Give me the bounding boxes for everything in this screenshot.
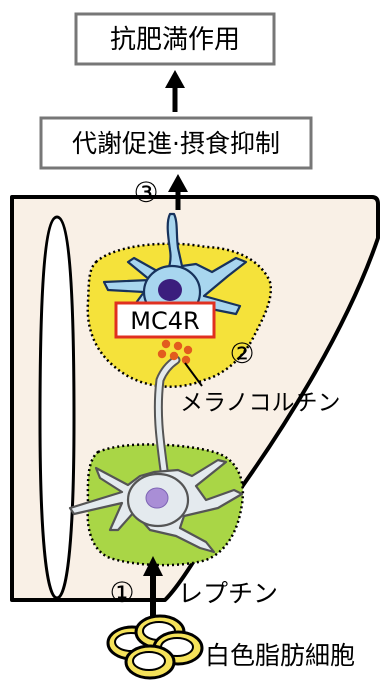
mc4r-nucleus xyxy=(158,279,182,301)
step-2-marker: ② xyxy=(229,337,254,370)
box-anti-obesity-label: 抗肥満作用 xyxy=(110,25,240,55)
leptin-label: レプチン xyxy=(178,579,278,608)
arrow-to-anti-obesity xyxy=(165,70,185,112)
white-adipocytes xyxy=(108,616,202,678)
melanocortin-label: メラノコルチン xyxy=(180,390,341,416)
pomc-nucleus xyxy=(146,488,168,508)
step-3-marker: ③ xyxy=(133,176,158,209)
mc4r-label: MC4R xyxy=(130,307,199,335)
box-metabolism-label: 代謝促進·摂食抑制 xyxy=(72,129,280,158)
white-adipocyte-label: 白色脂肪細胞 xyxy=(205,641,355,670)
ventricle xyxy=(40,217,74,598)
step-1-marker: ① xyxy=(109,576,134,609)
